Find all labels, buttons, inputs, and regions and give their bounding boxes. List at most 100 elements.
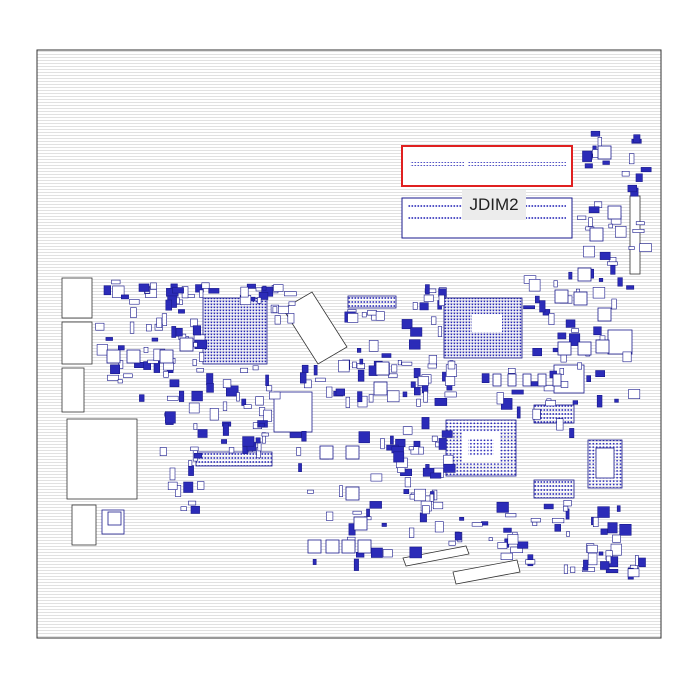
passive-component [523,305,535,310]
passive-component [165,411,176,424]
component-layer[interactable] [61,130,652,585]
passive-component [381,353,392,358]
passive-component [532,408,541,420]
passive-component [503,527,512,533]
passive-component [172,287,184,294]
passive-component [325,511,334,521]
square-component [341,539,356,554]
passive-component [445,376,456,386]
passive-component [129,299,140,305]
resistor [492,373,502,387]
passive-component [111,279,121,285]
passive-component [370,547,383,558]
passive-component [543,384,555,392]
passive-component [265,374,269,386]
passive-component [448,540,456,546]
passive-component [414,488,426,502]
audio-jack [61,367,85,413]
square-component [597,145,612,160]
passive-component [129,321,135,334]
passive-component [402,391,408,398]
resistor [537,373,547,387]
passive-component [255,396,264,406]
passive-component [163,362,174,371]
passive-component [240,286,249,298]
passive-component [548,313,555,325]
square-component [106,349,121,364]
passive-component [390,435,394,445]
passive-component [401,361,413,366]
passive-component [192,359,197,366]
square-component [345,445,360,460]
passive-component [391,364,398,373]
square-component [554,289,569,304]
passive-component [143,346,149,353]
passive-component [616,505,621,512]
passive-component [375,311,385,321]
passive-component [569,428,575,438]
square-component [577,341,592,356]
passive-component [608,223,613,229]
passive-component [634,555,639,566]
passive-component [638,557,646,568]
passive-component [633,134,641,143]
passive-component [112,285,125,298]
jdim2-pin-row-top [410,162,464,166]
passive-component [640,167,652,173]
passive-component [557,332,567,340]
passive-component [409,546,422,559]
passive-component [345,396,351,408]
passive-component [635,221,645,226]
passive-component [592,516,599,527]
passive-component [161,313,167,326]
passive-component [507,367,516,374]
square-component [325,539,340,554]
passive-component [639,243,652,252]
passive-component [228,447,235,454]
passive-component [301,364,309,374]
passive-component [569,333,581,346]
passive-component [423,294,434,302]
passive-component [188,500,197,506]
passive-component [554,524,561,532]
square-component [577,267,592,282]
passive-component [353,558,359,571]
passive-component [123,373,133,378]
passive-component [151,337,159,342]
passive-component [208,288,220,294]
resistor [522,373,532,387]
passive-component [352,361,357,369]
passive-component [167,395,179,401]
passive-component [565,319,576,328]
passive-component [586,544,598,554]
passive-component [532,521,538,526]
passive-component [612,534,621,543]
passive-component [222,423,229,436]
passive-component [380,438,385,450]
passive-component [193,423,198,430]
resistor [507,373,517,387]
gpu-bga-core [468,438,494,456]
passive-component [410,446,420,455]
passive-component [240,367,248,373]
passive-component [588,206,600,214]
passive-component [417,375,429,386]
passive-component [595,370,605,377]
passive-component [619,523,632,536]
passive-component [596,394,603,408]
passive-component [303,379,312,389]
passive-component [197,481,205,490]
passive-component [369,501,382,509]
passive-component [192,325,201,336]
passive-component [288,301,296,306]
jdim2-pin-row-top-right [468,162,566,166]
passive-component [563,499,572,507]
passive-component [169,467,176,481]
flex-connector-2 [452,559,521,585]
passive-component [221,439,227,444]
passive-component [427,363,437,369]
passive-component [416,398,421,407]
jdim2-highlight-group[interactable] [401,145,573,187]
square-component [179,337,194,352]
